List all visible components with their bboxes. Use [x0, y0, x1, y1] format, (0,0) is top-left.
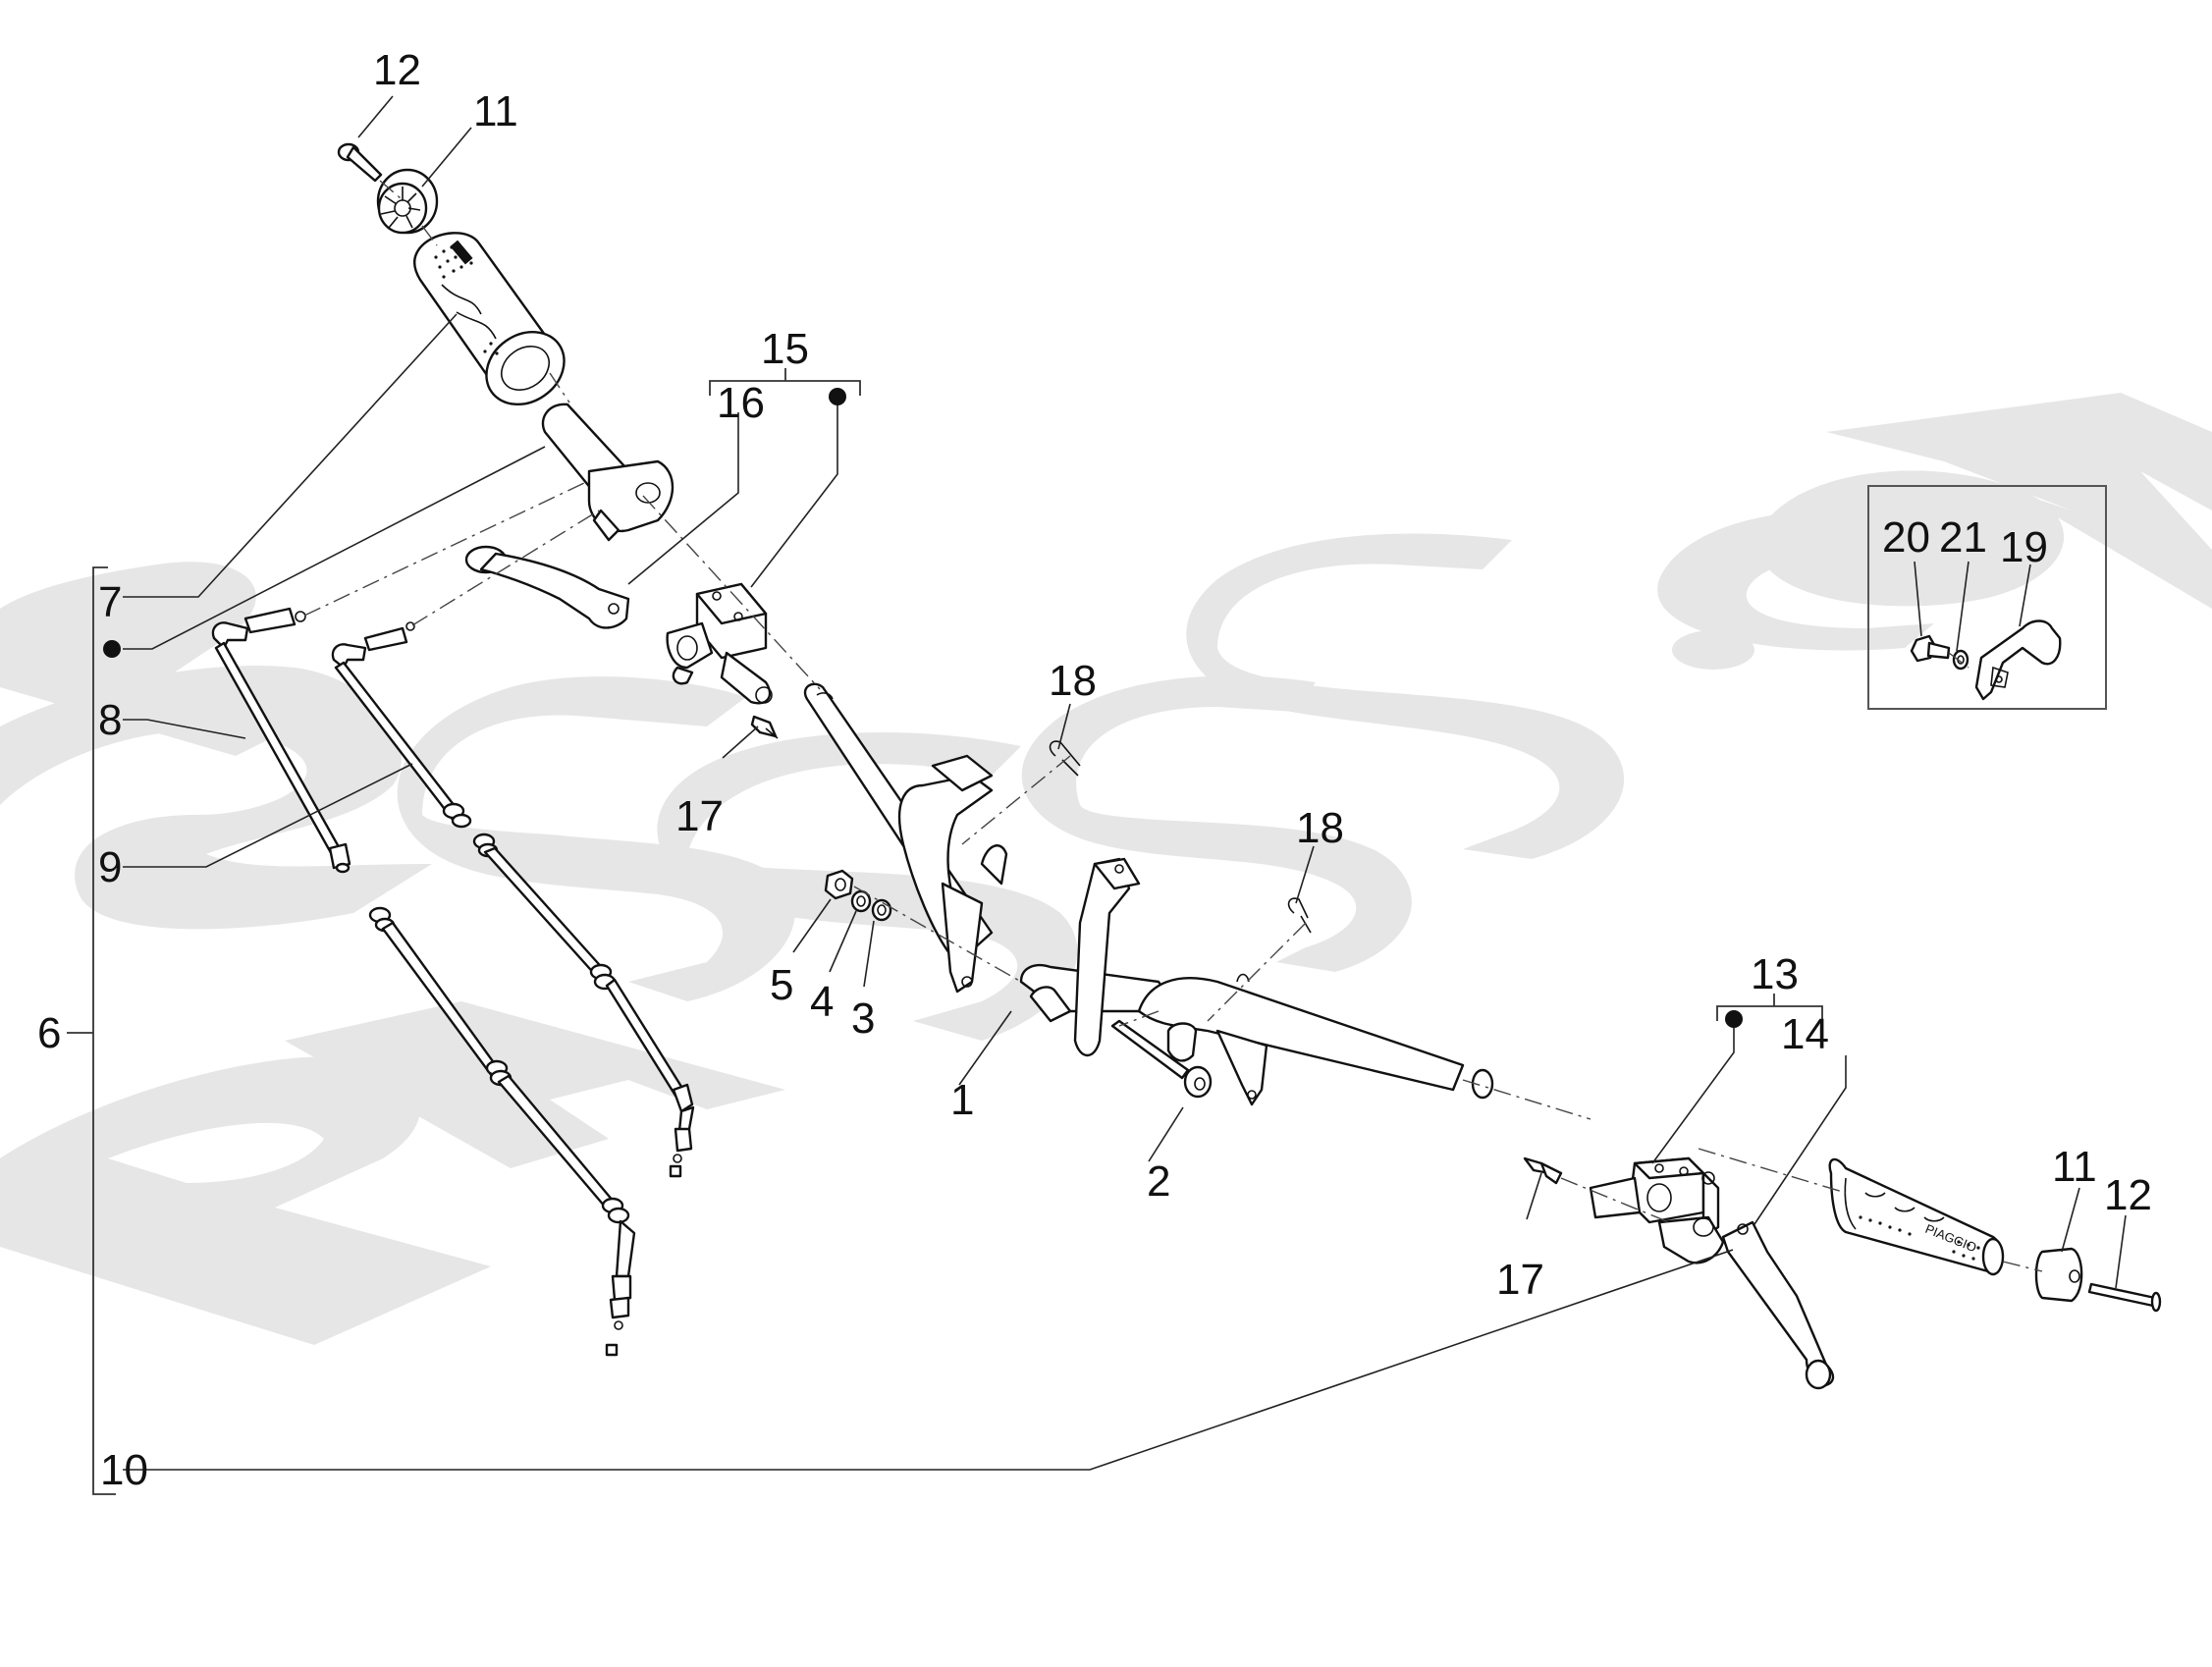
- leader-lines: [123, 95, 2127, 1471]
- callout-labels: 12 11 15 16 7 8 9 6 10 17 18 18 5 4 3 1 …: [37, 46, 2152, 1494]
- label-8: 8: [98, 696, 122, 744]
- grip-right-texture-dots: [1859, 1215, 1980, 1261]
- part-master-cylinder-right: [1589, 1156, 1725, 1264]
- label-12-right: 12: [2104, 1171, 2152, 1219]
- leader-5: [792, 898, 832, 953]
- label-18-b: 18: [1296, 804, 1344, 852]
- leader-11-right: [2061, 1187, 2080, 1253]
- leader-11-top: [421, 127, 472, 188]
- watermark-letter-s-far: [1186, 533, 1625, 859]
- label-13: 13: [1751, 950, 1799, 998]
- label-2: 2: [1147, 1157, 1170, 1206]
- inset-box: [1867, 485, 2107, 710]
- part-end-screw-top: [337, 142, 383, 183]
- label-11-top: 11: [473, 87, 518, 135]
- part-throttle-cable-lower-a: [472, 833, 695, 1178]
- label-3: 3: [851, 995, 875, 1043]
- part-washer-21: [1952, 649, 1969, 671]
- leader-8: [123, 719, 246, 739]
- part-grip-left: [413, 232, 566, 406]
- part-bolt-2: [1110, 1019, 1213, 1099]
- group-bracket-6: [67, 566, 116, 1495]
- leader-3: [863, 920, 875, 988]
- part-throttle-cable-9: [331, 621, 472, 829]
- leader-18-b: [1295, 845, 1315, 904]
- group-bracket-15: [709, 368, 861, 405]
- label-14: 14: [1781, 1010, 1829, 1058]
- part-washer-4: [850, 889, 872, 913]
- assembly-axis-lines: [303, 180, 2043, 1272]
- label-18-a: 18: [1049, 657, 1097, 705]
- part-brake-switch-right: [1523, 1156, 1563, 1185]
- grip-texture-dots: [434, 240, 499, 355]
- label-16: 16: [717, 379, 765, 427]
- leader-bullet-group6: [123, 446, 546, 650]
- leader-10: [123, 1249, 1734, 1471]
- label-7: 7: [98, 578, 122, 626]
- part-throttle-tube: [541, 403, 674, 542]
- watermark-letter-s-mid: [397, 676, 795, 1001]
- bullet-marker-15: [829, 388, 846, 405]
- watermark-letter-p: [0, 1056, 491, 1345]
- part-handlebar: [803, 682, 1494, 1106]
- part-brake-lever-left: [464, 545, 630, 629]
- part-brake-lever-right: [1721, 1220, 1835, 1390]
- part-throttle-cable-8: [211, 607, 351, 874]
- part-bar-end-weight-top: [376, 168, 439, 235]
- watermark-letter-m: [1826, 393, 2212, 609]
- part-bolt-20: [1910, 634, 1951, 663]
- leader-16: [627, 412, 739, 585]
- label-15: 15: [761, 325, 809, 373]
- leader-4: [829, 910, 857, 973]
- label-1: 1: [950, 1076, 974, 1124]
- label-9: 9: [98, 843, 122, 891]
- watermark-letter-s-right: [1021, 675, 1412, 972]
- leader-1: [958, 1010, 1012, 1086]
- label-20: 20: [1882, 513, 1930, 562]
- label-11-right: 11: [2052, 1143, 2097, 1191]
- watermark-letter-s-mid2: [657, 732, 1078, 1041]
- leader-12-top: [357, 95, 394, 138]
- part-brake-switch-left: [750, 715, 779, 739]
- part-end-screw-right: [2087, 1282, 2162, 1313]
- label-6: 6: [37, 1009, 61, 1057]
- part-nut-5: [824, 869, 854, 900]
- watermark: [0, 393, 2212, 1345]
- group-bracket-13: [1716, 994, 1823, 1028]
- leader-9: [123, 763, 413, 868]
- watermark-letter-s-left: [0, 666, 432, 930]
- bullet-marker-13: [1725, 1010, 1743, 1028]
- leader-21: [1956, 561, 1969, 652]
- leader-18-a: [1057, 703, 1071, 750]
- part-clip-18-b: [1287, 897, 1312, 934]
- bullet-marker-group6: [103, 640, 121, 658]
- leader-20: [1914, 561, 1922, 637]
- leader-17-left: [722, 726, 759, 759]
- leader-7: [123, 313, 458, 598]
- label-19: 19: [2000, 523, 2048, 571]
- leader-2: [1148, 1106, 1184, 1162]
- watermark-letter-a: [285, 1001, 785, 1168]
- label-4: 4: [810, 978, 834, 1026]
- leader-17-right: [1526, 1172, 1542, 1220]
- part-cable-clamp-19: [1974, 619, 2062, 701]
- part-master-cylinder-left: [666, 582, 773, 705]
- leader-14: [1753, 1055, 1847, 1225]
- label-17-right: 17: [1496, 1256, 1544, 1304]
- leader-13-bullet: [1651, 1021, 1735, 1164]
- label-10: 10: [100, 1446, 148, 1494]
- leader-12-right: [2115, 1214, 2127, 1289]
- watermark-letter-o: [1756, 470, 2065, 607]
- label-21: 21: [1939, 513, 1987, 562]
- leader-15-bullet: [750, 403, 838, 588]
- part-grip-right: PIAGGIO: [1828, 1157, 2005, 1276]
- label-17-left: 17: [675, 792, 724, 840]
- label-12-top: 12: [373, 46, 421, 94]
- label-5: 5: [770, 961, 793, 1009]
- part-bar-end-weight-right: [2034, 1247, 2083, 1303]
- part-washer-3: [871, 898, 892, 922]
- leader-19: [2019, 564, 2031, 627]
- part-throttle-cable-lower-b: [368, 906, 636, 1357]
